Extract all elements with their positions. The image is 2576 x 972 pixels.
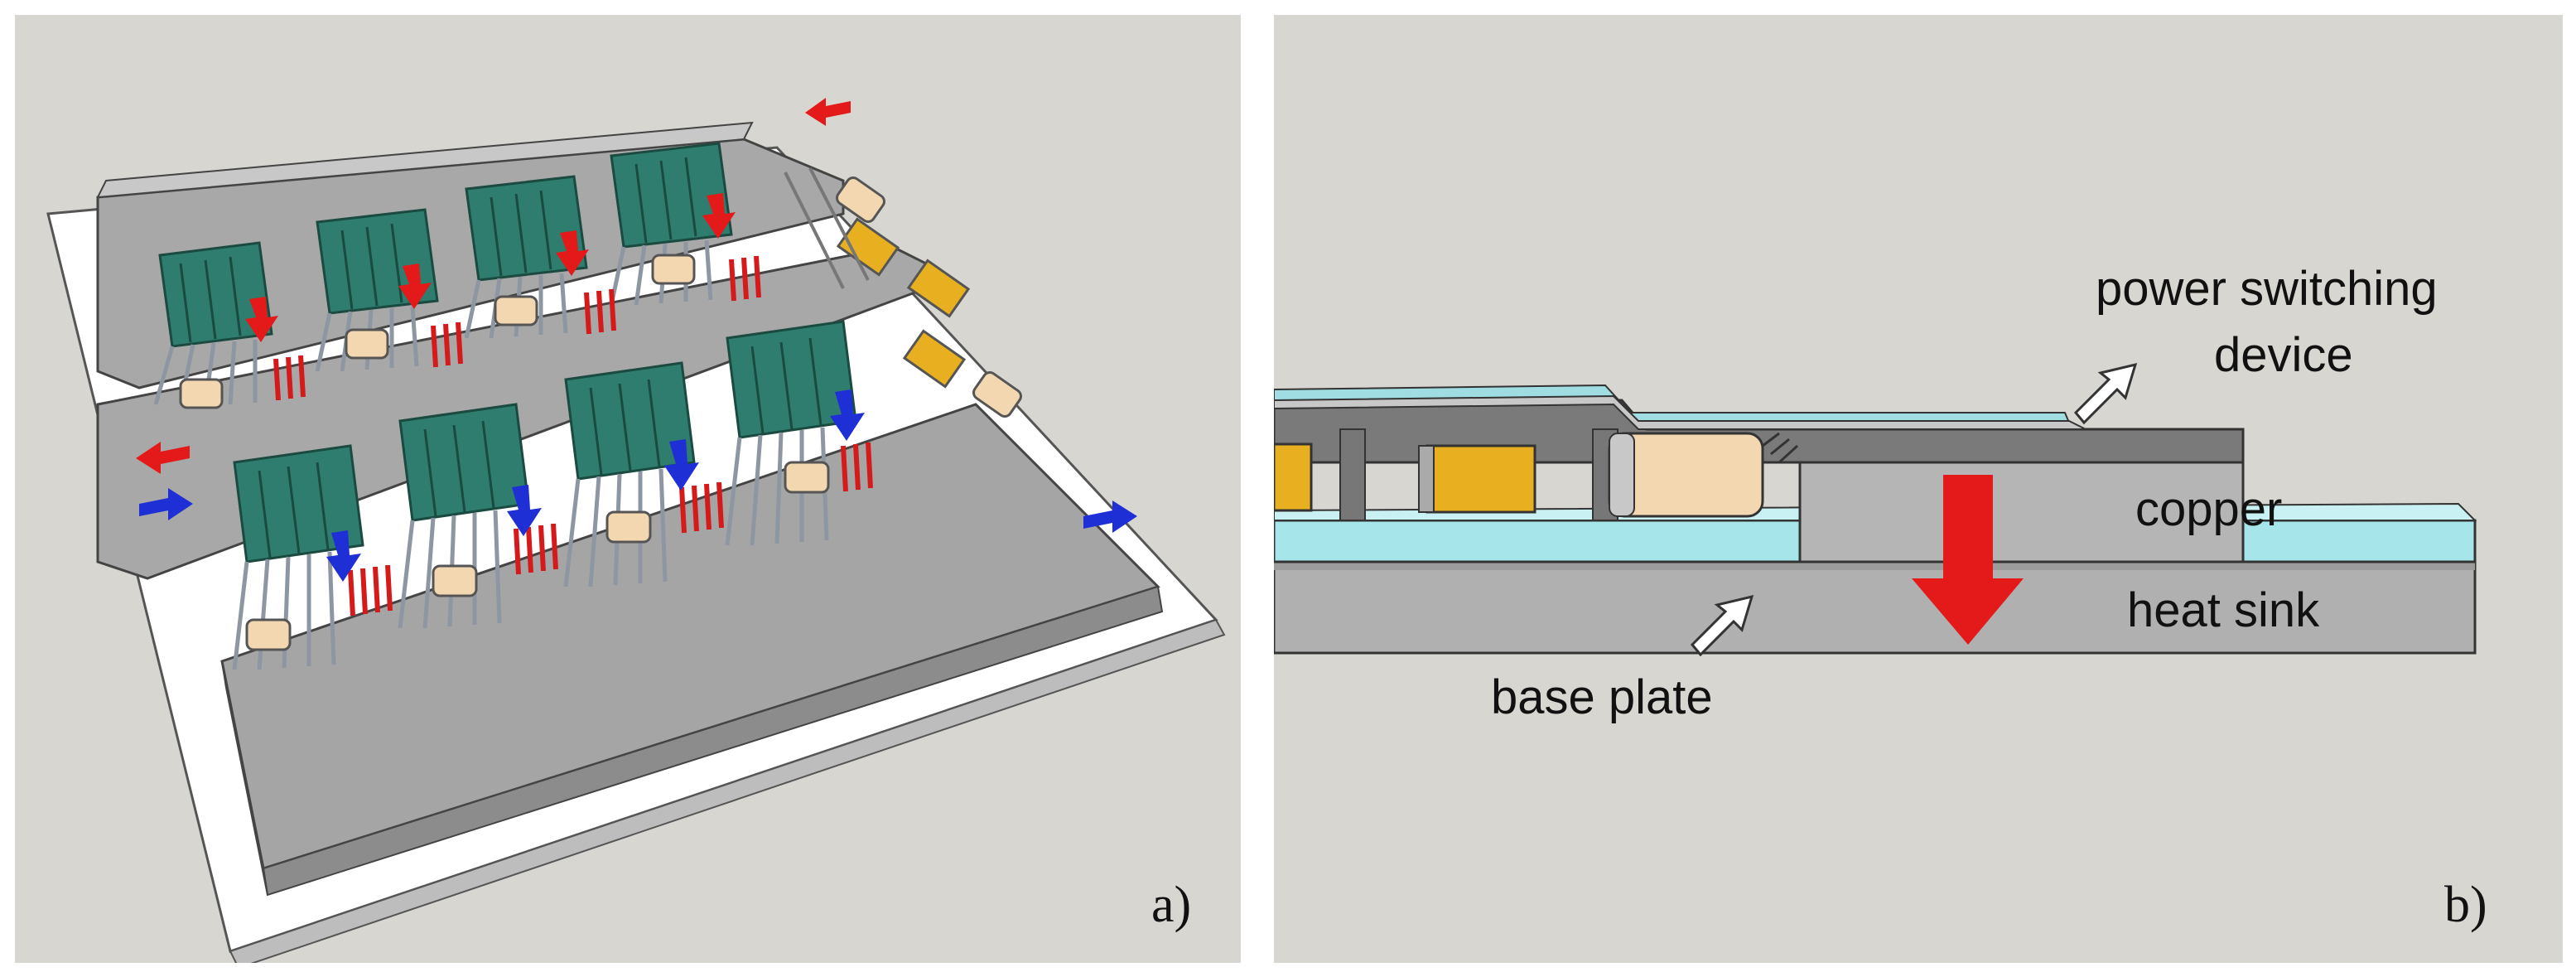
heat-arrow-2: [398, 264, 432, 309]
cross-section-drawing: [1274, 362, 2477, 657]
top-plate-outflow-arrow: [805, 98, 851, 126]
lower-chip-row: [232, 320, 873, 670]
capacitor-4: [651, 254, 696, 285]
pcb-edge: [229, 618, 1226, 963]
heat-sink-label: heat sink: [2127, 583, 2320, 637]
bottom-cooling-plate-front: [221, 660, 268, 896]
bus-plate: [1274, 394, 2086, 430]
upper-chip-row: [153, 142, 761, 409]
resistor-2: [906, 259, 971, 318]
heat-arrow-1: [245, 297, 278, 342]
capacitor-8: [784, 461, 830, 494]
capacitor-1: [179, 378, 224, 409]
middle-plate-inflow-arrow: [139, 488, 193, 520]
capacitor-end-cap: [1609, 433, 1635, 517]
base-plate-label: base plate: [1491, 670, 1713, 724]
heat-flow-arrow: [1912, 475, 2024, 645]
heat-arrow-8: [830, 389, 865, 441]
heat-arrow-6: [507, 485, 542, 536]
right-side-components: [784, 167, 1022, 418]
capacitor-10: [972, 370, 1022, 418]
top-plate-top-edge: [96, 121, 754, 199]
heat-arrow-3: [556, 230, 589, 276]
bus-bar: [784, 167, 870, 289]
resistor-left: [1274, 442, 1313, 512]
chip-4: [610, 142, 733, 249]
power-device-pointer-arrow: [2073, 362, 2138, 425]
power-switching-label-line2: device: [2214, 328, 2353, 382]
chip-heat-arrows: [245, 193, 865, 582]
heat-sink-top-edge: [1274, 562, 2475, 570]
resistor-3: [902, 329, 967, 389]
panel-b-cross-section: power switching device copper heat sink …: [1274, 15, 2563, 963]
copper-label: copper: [2135, 482, 2283, 536]
resistor-center: [1425, 444, 1536, 514]
power-switching-label-line1: power switching: [2096, 262, 2438, 316]
heat-arrow-7: [664, 439, 699, 491]
module-isometric-drawing: [46, 98, 1226, 963]
flow-arrows: [136, 98, 1137, 533]
middle-plate-outflow-arrow: [136, 442, 190, 474]
heat-arrow-4: [702, 193, 736, 239]
capacitor-5: [245, 618, 292, 651]
heat-arrow-5: [326, 530, 361, 582]
chip-3: [465, 175, 588, 282]
spacer-post: [1339, 428, 1366, 521]
bottom-plate-inflow-arrow: [1083, 501, 1137, 533]
capacitor-9: [836, 176, 885, 224]
panel-a-isometric-module: a): [15, 15, 1241, 963]
base-plate-pointer-arrow: [1690, 594, 1754, 657]
resistor-cap: [1418, 445, 1435, 513]
capacitor-6: [432, 564, 478, 597]
capacitor-3: [494, 295, 538, 326]
capacitor-7: [605, 510, 652, 544]
capacitor-2: [345, 328, 389, 360]
panel-b-tag: b): [2444, 877, 2487, 933]
panel-a-tag: a): [1151, 877, 1192, 933]
